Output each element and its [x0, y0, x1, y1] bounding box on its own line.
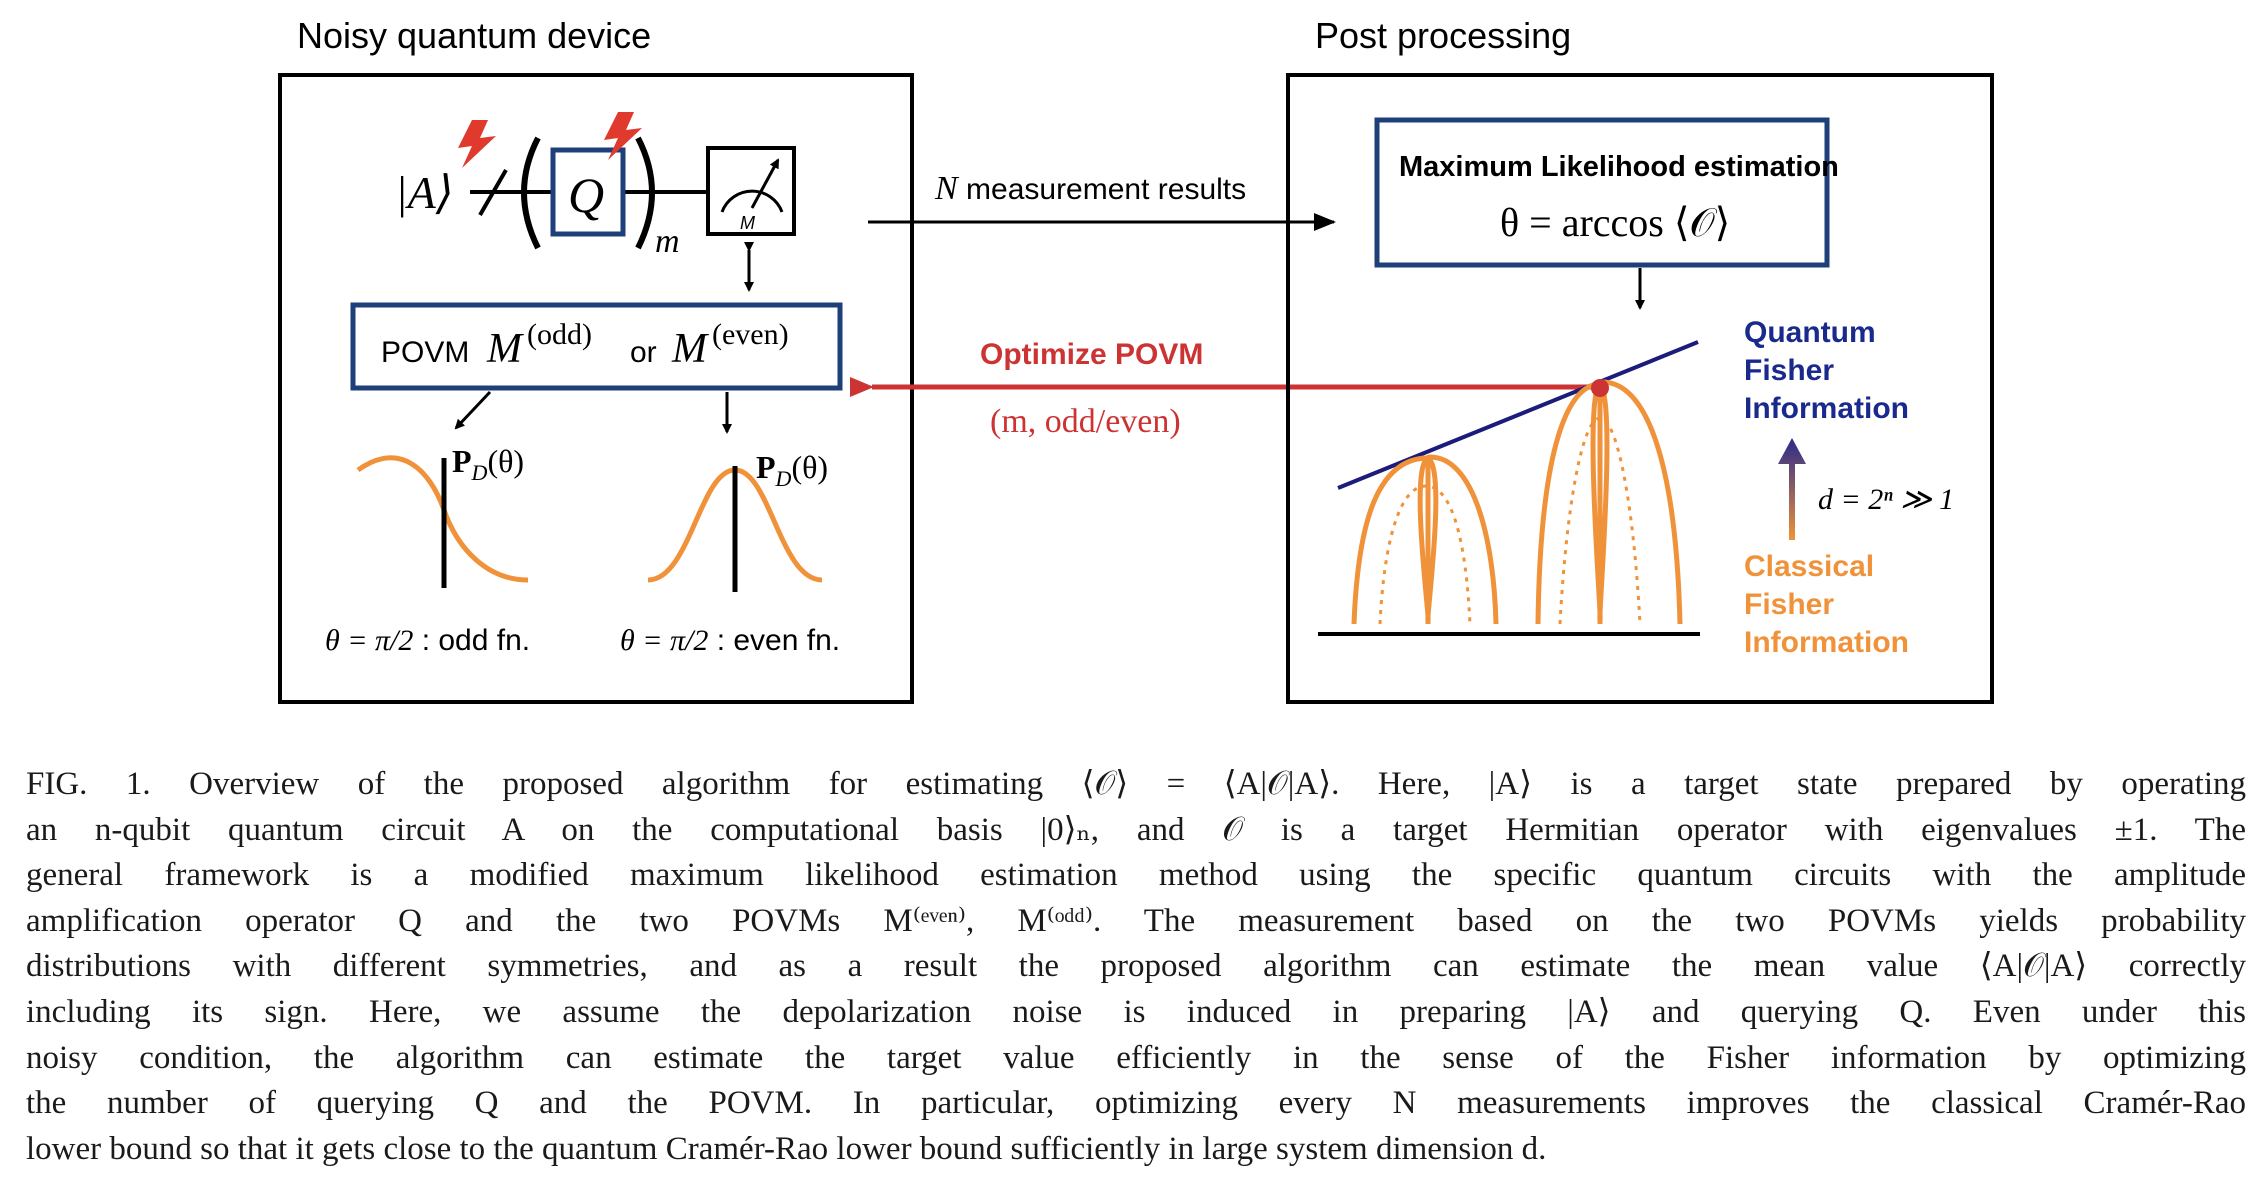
povm-m-even: M — [671, 326, 709, 372]
optimum-point — [1591, 379, 1609, 397]
meter-label: M — [740, 213, 755, 233]
register-slash — [478, 168, 508, 217]
q-gate — [550, 147, 626, 237]
caption-line: distributions with different symmetries,… — [26, 948, 2246, 985]
caption-line: the number of querying Q and the POVM. I… — [26, 1085, 2246, 1122]
meter-arc — [720, 189, 784, 213]
odd-prob-label: PD(θ) — [452, 443, 524, 485]
caption-line: including its sign. Here, we assume the … — [26, 993, 2246, 1030]
dimension-label: d = 2ⁿ ≫ 1 — [1818, 483, 1954, 516]
measurement-label: N measurement results — [934, 170, 1246, 207]
optimize-params: (m, odd/even) — [990, 403, 1181, 440]
left-paren — [521, 136, 541, 250]
odd-caption: θ = π/2 : odd fn. — [325, 624, 530, 657]
povm-even-sup: (even) — [712, 318, 789, 351]
even-caption: θ = π/2 : even fn. — [620, 624, 840, 657]
povm-odd-sup: (odd) — [527, 318, 592, 351]
figure-caption: FIG. 1. Overview of the proposed algorit… — [26, 762, 2246, 1172]
mle-equation: θ = arccos ⟨𝒪⟩ — [1500, 200, 1730, 245]
mle-box — [1374, 117, 1830, 268]
classical-fi-curve-2 — [1535, 379, 1683, 625]
meter-needle — [750, 158, 780, 209]
classical-fi-label: Classical Fisher Information — [1744, 550, 1909, 659]
povm-box — [350, 302, 843, 391]
caption-line: lower bound so that it gets close to the… — [26, 1130, 1547, 1167]
even-prob-label: PD(θ) — [756, 449, 828, 491]
quantum-bound-line — [1337, 340, 1699, 490]
right-panel-frame — [1286, 73, 1994, 704]
quantum-fi-label: Quantum Fisher Information — [1744, 316, 1909, 425]
caption-line: amplification operator Q and the two POV… — [26, 902, 2246, 939]
caption-line: an n-qubit quantum circuit A on the comp… — [26, 811, 2246, 848]
povm-m-odd: M — [486, 326, 524, 372]
mle-title: Maximum Likelihood estimation — [1399, 151, 1839, 183]
optimize-label: Optimize POVM — [980, 338, 1203, 371]
caption-line: FIG. 1. Overview of the proposed algorit… — [26, 766, 2246, 802]
caption-line: general framework is a modified maximum … — [26, 857, 2246, 894]
figure-1: Noisy quantum device |A⟩ Q m M POVM M (o… — [278, 15, 1994, 704]
right-panel-title: Post processing — [1315, 15, 1571, 56]
right-paren — [635, 136, 655, 250]
classical-fi-curve — [1351, 454, 1499, 625]
povm-or: or — [630, 336, 657, 369]
povm-text: POVM — [381, 336, 469, 369]
caption-line: noisy condition, the algorithm can estim… — [26, 1039, 2246, 1076]
arrow-to-odd — [454, 390, 492, 430]
bolt-icon — [458, 120, 496, 168]
povm-label: POVM M (odd) or M (even) — [381, 318, 789, 372]
q-gate-label: Q — [568, 167, 604, 223]
fi-gradient-arrow — [1778, 438, 1806, 540]
repeat-subscript: m — [655, 223, 680, 260]
left-panel-title: Noisy quantum device — [297, 15, 651, 56]
ket-a: |A⟩ — [395, 167, 454, 218]
bolt-icon-2 — [604, 112, 642, 160]
